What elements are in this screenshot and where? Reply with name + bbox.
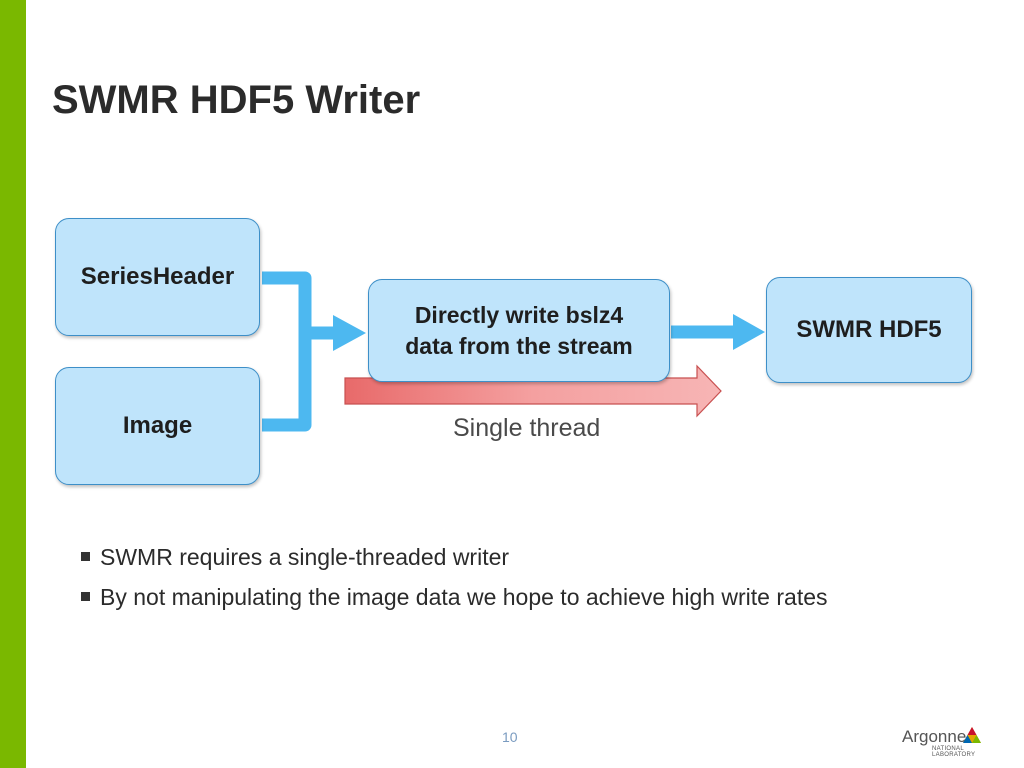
connector-image xyxy=(262,333,312,432)
image-label: Image xyxy=(122,412,193,439)
single-thread-label: Single thread xyxy=(453,414,601,442)
swmr-hdf5-box: SWMR HDF5 xyxy=(766,277,972,383)
slide-title: SWMR HDF5 Writer xyxy=(52,78,421,122)
argonne-logo: Argonne NATIONAL LABORATORY xyxy=(902,724,982,758)
series-header-label: SeriesHeader xyxy=(80,263,235,290)
accent-bar xyxy=(0,0,26,768)
image-box: Image xyxy=(55,367,260,485)
bullet-list: SWMR requires a single-threaded writer B… xyxy=(78,544,828,624)
direct-write-line2: data from the stream xyxy=(405,332,633,359)
arrowhead-direct-write xyxy=(333,315,366,351)
arrowhead-swmr xyxy=(733,314,765,350)
series-header-box: SeriesHeader xyxy=(55,218,260,336)
connector-series-header xyxy=(262,271,312,333)
direct-write-line1: Directly write bslz4 xyxy=(414,301,624,328)
page-number: 10 xyxy=(502,729,518,745)
swmr-hdf5-label: SWMR HDF5 xyxy=(796,316,942,343)
direct-write-box: Directly write bslz4 data from the strea… xyxy=(368,279,670,382)
bullet-item: SWMR requires a single-threaded writer xyxy=(78,544,828,571)
logo-subtitle: NATIONAL LABORATORY xyxy=(932,746,976,758)
bullet-item: By not manipulating the image data we ho… xyxy=(78,584,828,611)
logo-wordmark: Argonne xyxy=(902,727,967,746)
argonne-mark-icon xyxy=(963,727,981,743)
